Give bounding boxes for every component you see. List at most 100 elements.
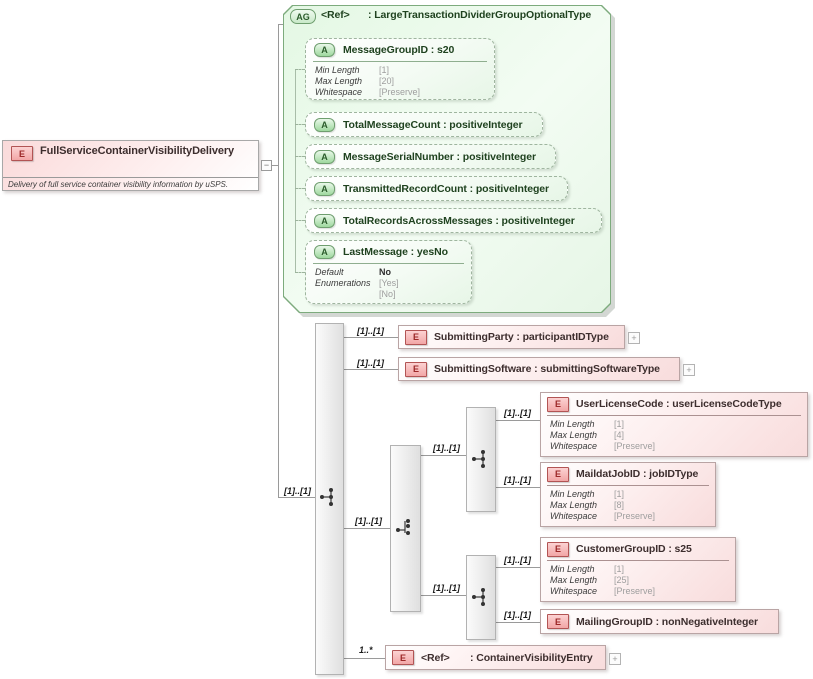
attribute-message-group-id[interactable]: A MessageGroupID : s20 Min Length [1] Max… xyxy=(305,38,495,100)
facet-label-min-length: Min Length xyxy=(550,564,595,574)
element-header: E SubmittingSoftware : submittingSoftwar… xyxy=(399,358,679,380)
cardinality-maildat-job-id: [1]..[1] xyxy=(504,475,531,485)
element-customer-group-id[interactable]: E CustomerGroupID : s25 Min Length[1] Ma… xyxy=(540,537,736,602)
attribute-header: A MessageGroupID : s20 xyxy=(306,39,494,61)
attribute-total-message-count[interactable]: A TotalMessageCount : positiveInteger xyxy=(305,112,543,137)
expand-button[interactable]: + xyxy=(683,364,695,376)
expand-button[interactable]: + xyxy=(628,332,640,344)
facet-label-blank xyxy=(315,289,379,300)
attribute-connector-stub xyxy=(295,156,305,157)
element-title: SubmittingSoftware : submittingSoftwareT… xyxy=(434,363,660,375)
choice-icon xyxy=(396,519,410,535)
element-maildat-job-id[interactable]: E MaildatJobID : jobIDType Min Length[1]… xyxy=(540,462,716,527)
facet-value-whitespace: [Preserve] xyxy=(379,87,421,97)
element-submitting-software[interactable]: E SubmittingSoftware : submittingSoftwar… xyxy=(398,357,680,381)
connector-line xyxy=(344,369,398,370)
attribute-title: MessageSerialNumber : positiveInteger xyxy=(343,150,536,163)
attribute-badge-icon: A xyxy=(314,181,335,196)
element-header: E SubmittingParty : participantIDType xyxy=(399,326,624,348)
attribute-badge-icon: A xyxy=(314,245,335,259)
connector-line xyxy=(496,487,540,488)
connector-line xyxy=(421,455,466,456)
attribute-badge-icon: A xyxy=(314,213,335,228)
element-header: E MailingGroupID : nonNegativeInteger xyxy=(541,610,778,633)
attribute-title: MessageGroupID : s20 xyxy=(343,44,455,56)
expand-button[interactable]: + xyxy=(609,653,621,665)
element-container-visibility-entry[interactable]: E <Ref> : ContainerVisibilityEntry xyxy=(385,645,606,670)
facet-value-default: No xyxy=(379,267,391,277)
cardinality-choice: [1]..[1] xyxy=(355,516,382,526)
separator xyxy=(547,560,729,561)
element-title: : ContainerVisibilityEntry xyxy=(470,651,593,664)
root-element-box[interactable]: E FullServiceContainerVisibilityDelivery… xyxy=(2,140,259,191)
attribute-title: LastMessage : yesNo xyxy=(343,246,448,258)
connector-trunk-line xyxy=(278,24,279,498)
element-mailing-group-id[interactable]: E MailingGroupID : nonNegativeInteger xyxy=(540,609,779,634)
facet-value-enumeration: [Yes] xyxy=(379,278,399,288)
facet-label-min-length: Min Length xyxy=(550,419,595,429)
facet-label-whitespace: Whitespace xyxy=(550,511,598,521)
facet-label-max-length: Max Length xyxy=(550,500,598,510)
element-badge-icon: E xyxy=(547,614,569,629)
attribute-group-ref-label: <Ref> xyxy=(321,9,350,21)
connector-line xyxy=(496,420,540,421)
facet-label-whitespace: Whitespace xyxy=(550,441,598,451)
facet-value-enumeration: [No] xyxy=(379,289,396,299)
facet-value-min-length: [1] xyxy=(379,65,390,75)
attribute-badge-icon: A xyxy=(314,117,335,132)
attribute-title: TotalRecordsAcrossMessages : positiveInt… xyxy=(343,214,575,227)
attribute-badge-icon: A xyxy=(314,43,335,57)
connector-line xyxy=(272,165,278,166)
connector-line xyxy=(344,658,385,659)
facet-list: Min Length[1] Max Length[8] Whitespace[P… xyxy=(541,486,715,522)
attribute-connector-line xyxy=(295,69,296,273)
attribute-header: A TotalRecordsAcrossMessages : positiveI… xyxy=(306,209,601,232)
cardinality-customer-group-id: [1]..[1] xyxy=(504,555,531,565)
facet-list: Min Length[1] Max Length[4] Whitespace[P… xyxy=(541,416,807,452)
attribute-group-type-label: : LargeTransactionDividerGroupOptionalTy… xyxy=(368,9,592,21)
facet-value-max-length: [25] xyxy=(614,575,630,585)
element-badge-icon: E xyxy=(405,329,427,345)
facet-value-whitespace: [Preserve] xyxy=(614,441,656,451)
attribute-connector-stub xyxy=(295,220,305,221)
attribute-total-records-across-messages[interactable]: A TotalRecordsAcrossMessages : positiveI… xyxy=(305,208,602,233)
element-badge-icon: E xyxy=(392,650,414,665)
element-badge-icon: E xyxy=(547,466,569,482)
collapse-button[interactable]: − xyxy=(261,160,272,171)
attribute-title: TransmittedRecordCount : positiveInteger xyxy=(343,182,550,195)
attribute-transmitted-record-count[interactable]: A TransmittedRecordCount : positiveInteg… xyxy=(305,176,568,201)
facet-label-max-length: Max Length xyxy=(315,76,363,86)
element-badge-icon: E xyxy=(547,396,569,412)
connector-line xyxy=(496,622,540,623)
separator xyxy=(313,263,464,264)
cardinality-container-visibility-entry: 1..* xyxy=(359,645,373,655)
element-header: E UserLicenseCode : userLicenseCodeType xyxy=(541,393,807,415)
element-title: UserLicenseCode : userLicenseCodeType xyxy=(576,398,782,410)
facet-label-min-length: Min Length xyxy=(315,65,360,75)
cardinality-user-license-code: [1]..[1] xyxy=(504,408,531,418)
connector-line xyxy=(421,595,466,596)
facet-label-min-length: Min Length xyxy=(550,489,595,499)
attribute-title: TotalMessageCount : positiveInteger xyxy=(343,118,523,131)
element-user-license-code[interactable]: E UserLicenseCode : userLicenseCodeType … xyxy=(540,392,808,457)
facet-value-max-length: [20] xyxy=(379,76,395,86)
attribute-header: A MessageSerialNumber : positiveInteger xyxy=(306,145,555,168)
element-badge-icon: E xyxy=(405,361,427,377)
element-title: CustomerGroupID : s25 xyxy=(576,543,692,555)
sequence-icon xyxy=(472,588,485,606)
element-badge-icon: E xyxy=(547,541,569,557)
element-badge-icon: E xyxy=(11,146,33,161)
facet-label-whitespace: Whitespace xyxy=(315,87,363,97)
separator xyxy=(313,61,487,62)
facet-label-max-length: Max Length xyxy=(550,430,598,440)
sequence-compositor-bar[interactable] xyxy=(315,323,344,675)
element-header: E CustomerGroupID : s25 xyxy=(541,538,735,560)
attribute-message-serial-number[interactable]: A MessageSerialNumber : positiveInteger xyxy=(305,144,556,169)
element-submitting-party[interactable]: E SubmittingParty : participantIDType xyxy=(398,325,625,349)
attribute-connector-stub xyxy=(295,69,305,70)
element-title: SubmittingParty : participantIDType xyxy=(434,331,609,343)
facet-label-whitespace: Whitespace xyxy=(550,586,598,596)
element-header: E MaildatJobID : jobIDType xyxy=(541,463,715,485)
